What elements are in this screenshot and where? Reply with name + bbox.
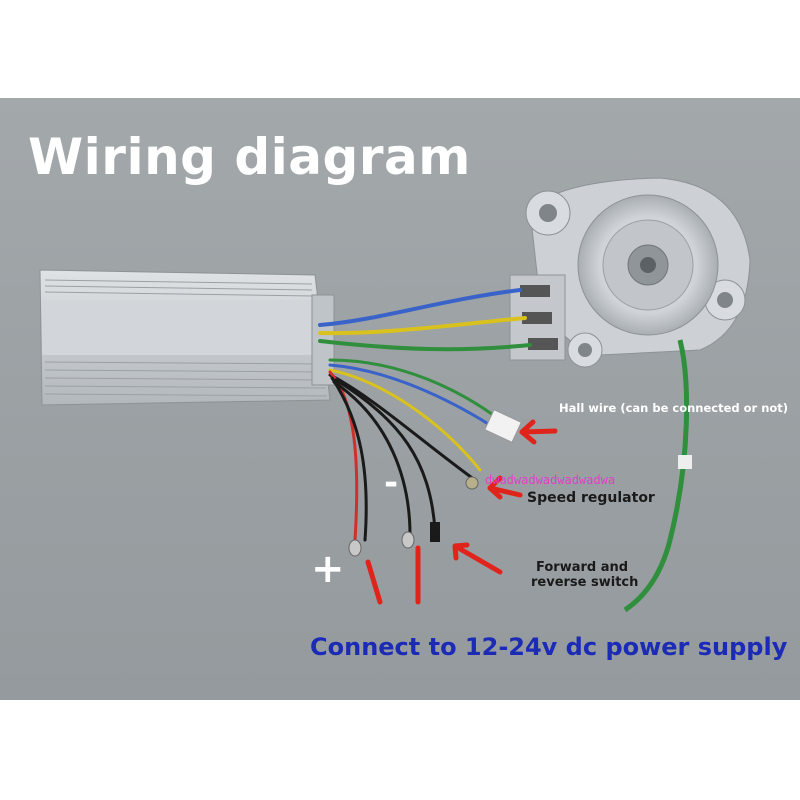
minus-sign: -: [384, 463, 399, 503]
speed-arrow-icon: [487, 475, 523, 500]
forward-switch-label-line2: reverse switch: [531, 575, 639, 590]
speed-regulator-label: Speed regulator: [527, 490, 655, 506]
connectors: [348, 409, 522, 557]
motor: [509, 177, 751, 368]
power-supply-label: Connect to 12-24v dc power supply: [310, 633, 788, 661]
plus-sign: +: [311, 546, 345, 592]
green-wire: [623, 339, 690, 613]
switch-arrow-icon: [452, 542, 503, 575]
signal-wires: [328, 358, 502, 542]
plus-mark-icon: [365, 559, 383, 605]
hall-wire-label: Hall wire (can be connected or not): [559, 401, 789, 415]
controller-box: [39, 269, 335, 406]
wiring-photo: [0, 98, 800, 700]
forward-switch-label-line1: Forward and: [536, 560, 629, 575]
diagram-title: Wiring diagram: [28, 128, 471, 186]
phase-wires: [318, 288, 532, 352]
red-arrows: [365, 419, 558, 605]
hall-arrow-icon: [519, 419, 558, 445]
watermark-text: dwadwadwadwadwadwa: [485, 473, 616, 487]
